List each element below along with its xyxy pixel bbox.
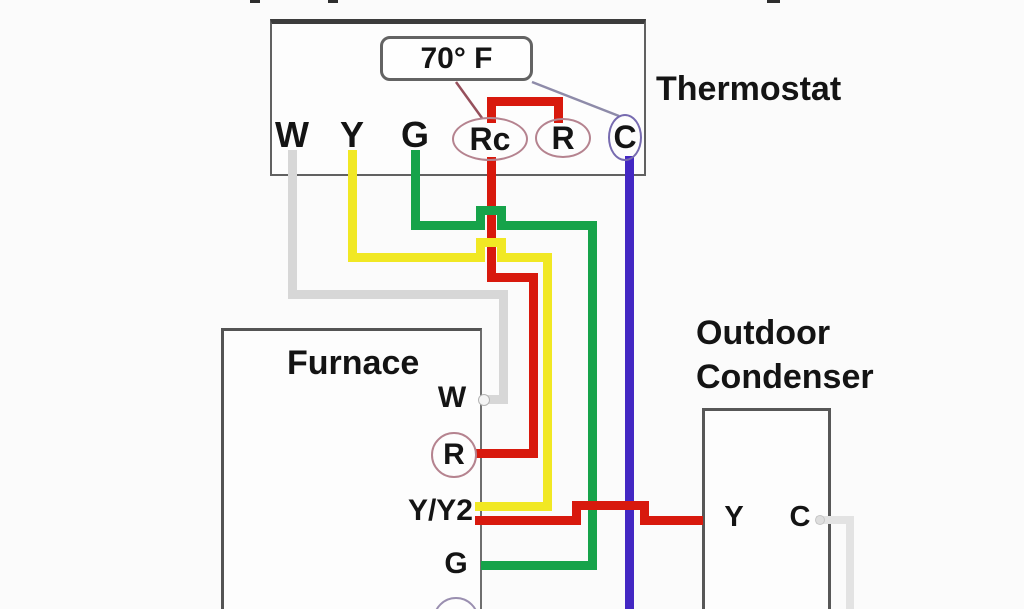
- red-rc-to-furnace-r: [487, 273, 538, 282]
- thermostat-terminal-rc: Rc: [452, 117, 528, 161]
- yellow-y-wire: [543, 253, 552, 511]
- white-w-wire: [481, 395, 508, 404]
- furnace-terminal-yy2: Y/Y2: [407, 494, 473, 527]
- red-yy2-to-condenser-y: [640, 501, 649, 525]
- yellow-y-wire: [348, 150, 357, 262]
- condenser-terminal-c: C: [789, 501, 811, 533]
- terminal-dot: [478, 394, 490, 406]
- red-rc-to-furnace-r: [529, 273, 538, 458]
- red-yy2-to-condenser-y: [640, 516, 703, 525]
- condenser-label-line2: Condenser: [696, 358, 874, 396]
- thermostat-label: Thermostat: [656, 70, 842, 108]
- yellow-y-wire: [476, 238, 485, 262]
- rc-label: Rc: [469, 120, 511, 157]
- green-g-wire: [497, 206, 506, 230]
- green-g-wire: [497, 221, 597, 230]
- furnace-label: Furnace: [287, 344, 420, 382]
- temperature-display: 70° F: [380, 36, 533, 81]
- green-g-wire: [476, 206, 485, 230]
- yellow-y-wire: [475, 502, 552, 511]
- yellow-y-wire: [348, 253, 476, 262]
- cropped-title-fragment: [328, 0, 338, 3]
- red-rc-jumper: [487, 97, 496, 123]
- white-w-wire: [288, 290, 508, 299]
- white-w-wire: [499, 290, 508, 400]
- green-g-wire: [588, 221, 597, 570]
- green-g-wire: [411, 150, 420, 230]
- thermostat-terminal-c: C: [608, 114, 642, 161]
- condenser-label-line1: Outdoor: [696, 314, 831, 352]
- yellow-y-wire: [497, 238, 506, 262]
- condenser-terminal-y: Y: [724, 501, 744, 533]
- furnace-terminal-g: G: [444, 547, 468, 580]
- thermostat-terminal-w: W: [275, 114, 309, 155]
- thermostat-terminal-r: R: [535, 118, 591, 158]
- lightgray-condenser-c-wire: [846, 516, 854, 609]
- condenser-box: [702, 408, 831, 609]
- yellow-y-wire: [476, 238, 506, 247]
- green-g-wire: [411, 221, 476, 230]
- furnace-terminal-w: W: [437, 381, 467, 414]
- c-label: C: [613, 119, 637, 155]
- cropped-title-fragment: [767, 0, 780, 3]
- red-yy2-to-condenser-y: [475, 516, 581, 525]
- red-rc-to-furnace-r: [487, 157, 496, 282]
- thermostat-terminal-y: Y: [339, 114, 364, 155]
- lightgray-condenser-c-wire: [816, 516, 854, 524]
- r-label: R: [551, 119, 575, 156]
- red-rc-to-furnace-r: [476, 449, 538, 458]
- yellow-y-wire: [497, 253, 552, 262]
- thermostat-terminal-g: G: [400, 114, 429, 155]
- green-g-wire: [481, 561, 597, 570]
- red-yy2-to-condenser-y: [572, 501, 581, 525]
- temperature-value: 70° F: [420, 41, 493, 75]
- white-w-wire: [288, 150, 297, 299]
- blue-c-wire: [625, 156, 634, 609]
- green-g-wire: [476, 206, 506, 215]
- red-rc-jumper: [487, 97, 563, 106]
- cropped-title-fragment: [250, 0, 260, 3]
- terminal-dot: [815, 515, 825, 525]
- furnace-terminal-r: R: [431, 432, 477, 478]
- red-yy2-to-condenser-y: [572, 501, 649, 510]
- furnace-r-label: R: [443, 438, 465, 471]
- red-rc-jumper: [554, 97, 563, 123]
